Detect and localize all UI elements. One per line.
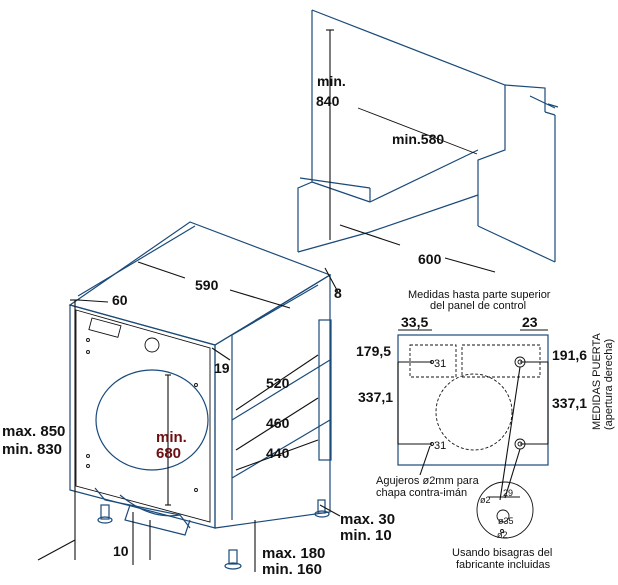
- niche-height-label-2: 840: [316, 93, 340, 109]
- door-side-label-2: (apertura derecha): [603, 339, 615, 430]
- hinge-o35-label: ø35: [498, 516, 514, 526]
- hole-31-bottom: 31: [434, 440, 446, 452]
- hole-label-2: chapa contra-imán: [376, 487, 467, 499]
- machine-door-offset: 19: [214, 360, 230, 376]
- depth-520-label: 520: [266, 375, 290, 391]
- machine-side-offset: 60: [112, 292, 128, 308]
- dim-1916-label: 191,6: [552, 347, 587, 363]
- height-min-label: min. 830: [2, 441, 62, 458]
- dim-335-label: 33,5: [401, 314, 428, 330]
- dim-23-label: 23: [522, 314, 538, 330]
- hinge-caption-1: Usando bisagras del: [452, 547, 552, 559]
- hinge-o2-b-label: ø2: [497, 530, 508, 540]
- depth-440-label: 440: [266, 445, 290, 461]
- niche-drawing: [297, 9, 559, 273]
- machine-drawing: [37, 221, 341, 572]
- foot-10-label: 10: [113, 543, 129, 559]
- hinge-o2-a-label: ø2: [480, 495, 491, 505]
- machine-width-label: 590: [195, 277, 219, 293]
- door-caption-2: del panel de control: [430, 300, 526, 312]
- niche-depth-label: min.580: [392, 131, 444, 147]
- hole-31-top: 31: [434, 358, 446, 370]
- dim-3371-right-label: 337,1: [552, 395, 587, 411]
- door-detail-drawing: [397, 329, 549, 539]
- foot-max-label: max. 30: [340, 511, 395, 528]
- dim-1795-label: 179,5: [356, 343, 391, 359]
- hinge-caption-2: fabricante incluidas: [456, 559, 551, 571]
- foot-min-label: min. 10: [340, 527, 392, 544]
- depth-460-label: 460: [266, 415, 290, 431]
- inner-height-label-1: min.: [156, 429, 187, 446]
- height-max-label: max. 850: [2, 423, 65, 440]
- hinge-29-label: 29: [503, 488, 513, 498]
- inner-height-label-2: 680: [156, 445, 181, 462]
- door-caption-1: Medidas hasta parte superior: [408, 289, 551, 301]
- niche-height-label-1: min.: [317, 73, 346, 89]
- niche-width-label: 600: [418, 251, 442, 267]
- machine-top-offset: 8: [334, 285, 342, 301]
- door-side-label-1: MEDIDAS PUERTA: [591, 333, 603, 430]
- plinth-min-label: min. 160: [262, 561, 322, 578]
- plinth-max-label: max. 180: [262, 545, 325, 562]
- hole-label-1: Agujeros ø2mm para: [376, 475, 480, 487]
- dim-3371-left-label: 337,1: [358, 389, 393, 405]
